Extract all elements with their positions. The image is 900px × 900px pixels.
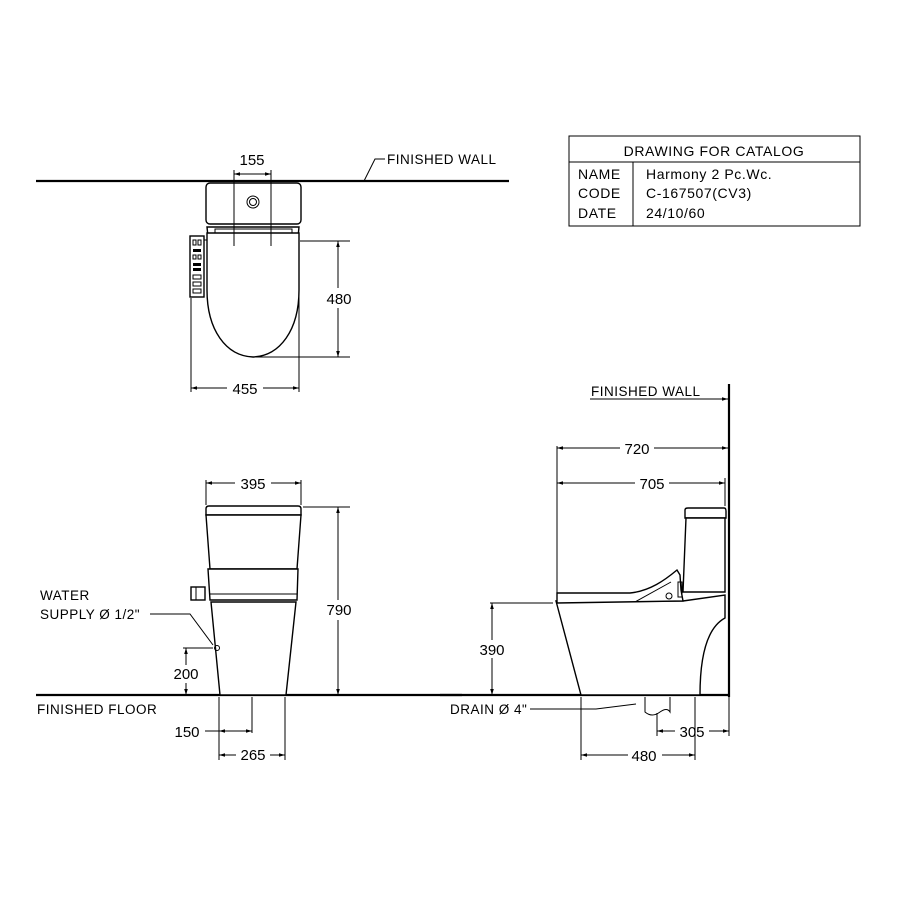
drain-label: DRAIN Ø 4" [450,702,527,717]
seat-side [556,568,684,604]
code-label: CODE [578,185,621,201]
control-panel-icon [189,235,207,298]
dim-seat-height: 390 [479,642,504,659]
water-supply-label-1: WATER [40,588,90,603]
dim-supply-height: 200 [173,666,198,683]
side-view: FINISHED WALL 720 705 390 DRAIN Ø 4" [440,384,731,765]
seat-front [207,568,299,601]
dim-height: 790 [326,602,351,619]
bowl-side [555,594,726,696]
dim-width: 455 [232,381,257,398]
dim-flush-spacing: 155 [239,152,264,169]
tank-side [682,517,726,593]
dim-overall-depth: 720 [624,441,649,458]
dim-depth: 705 [639,476,664,493]
date-label: DATE [578,205,617,221]
drain-pipe [644,697,671,716]
top-wall-label: FINISHED WALL [387,152,497,167]
dim-supply-offset: 150 [174,724,199,741]
water-supply-label-2: SUPPLY Ø 1/2" [40,607,140,622]
dim-base-width: 265 [240,747,265,764]
seat-lid-top [206,232,300,358]
dim-tank-width: 395 [240,476,265,493]
code-value: C-167507(CV3) [646,185,752,201]
dim-base-depth: 480 [631,748,656,765]
dim-rough-in: 305 [679,724,704,741]
side-wall-label: FINISHED WALL [591,384,701,399]
dim-seat-depth: 480 [326,291,351,308]
name-value: Harmony 2 Pc.Wc. [646,166,772,182]
tank-top [205,182,302,225]
front-view: WATER SUPPLY Ø 1/2" 395 790 200 FINISHED… [36,475,462,764]
top-view: FINISHED WALL 155 [36,152,509,398]
date-value: 24/10/60 [646,205,705,221]
tank-front [205,514,302,570]
title-block-heading: DRAWING FOR CATALOG [624,143,805,159]
title-block: DRAWING FOR CATALOG NAME Harmony 2 Pc.Wc… [568,135,861,227]
name-label: NAME [578,166,621,182]
finished-floor-label: FINISHED FLOOR [37,702,157,717]
bowl-front [210,601,297,696]
